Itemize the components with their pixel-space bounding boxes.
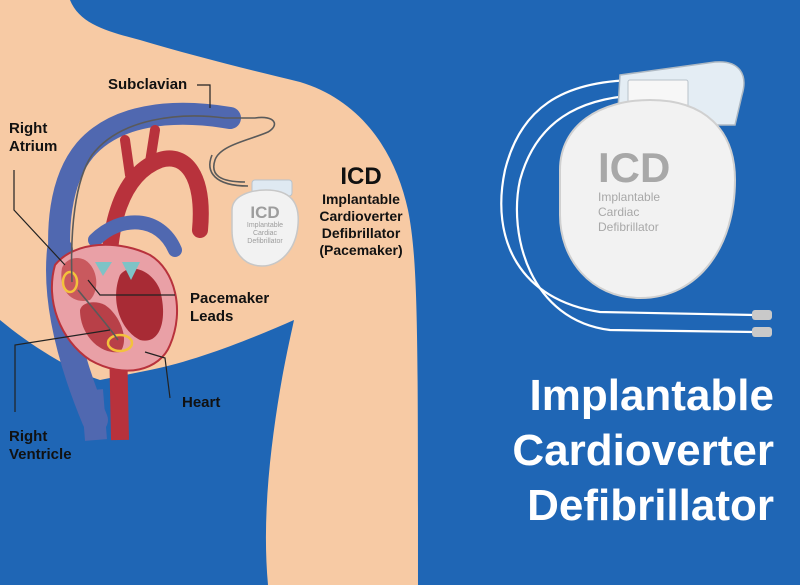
label-pacemaker-leads: Pacemaker Leads	[190, 290, 270, 325]
label-subclavian: Subclavian	[108, 76, 188, 93]
title-line1: Implantable	[529, 371, 775, 420]
ventricle-lead-tip	[106, 333, 134, 353]
atrium-lead-tip	[61, 270, 79, 294]
pulmonary-vein	[88, 215, 182, 257]
right-ventricle	[80, 302, 125, 353]
lead-connector-2	[752, 327, 772, 337]
label-right-ventricle: Right Ventricle	[9, 428, 72, 463]
small-device-body	[231, 189, 299, 267]
label-right-atrium: Right Atrium	[9, 120, 58, 155]
lead-wire	[70, 115, 276, 341]
small-device-line1: Implantable	[246, 222, 284, 229]
icd-side-line4: (Pacemaker)	[319, 242, 403, 258]
lead-connector-1	[752, 310, 772, 320]
subclavian-vein	[48, 102, 241, 291]
page-title: Implantable Cardioverter Defibrillator	[444, 368, 774, 533]
large-device-line2: Cardiac	[598, 205, 640, 219]
right-atrium	[61, 257, 97, 301]
vena-cava-lower	[81, 389, 107, 441]
small-device-line2: Cardiac	[252, 230, 278, 237]
label-heart: Heart	[182, 394, 221, 411]
valve-right	[95, 262, 112, 276]
large-device-label: ICD Implantable Cardiac Defibrillator	[598, 146, 718, 235]
title-line2: Cardioverter	[512, 426, 774, 475]
left-chamber	[116, 268, 164, 341]
artery-branch-2	[145, 125, 160, 167]
large-device-line1: Implantable	[598, 190, 661, 204]
icd-side-line2: Cardioverter	[319, 208, 403, 224]
small-device-label: ICD Implantable Cardiac Defibrillator	[234, 204, 296, 246]
large-lead-1	[500, 78, 756, 317]
large-device-body	[559, 98, 737, 300]
artery-branch-1	[120, 135, 135, 180]
large-device-abbr: ICD	[598, 144, 671, 191]
icd-side-line3: Defibrillator	[321, 225, 401, 241]
icd-side-abbr: ICD	[340, 163, 382, 190]
small-device-line3: Defibrillator	[247, 238, 283, 245]
small-device-abbr: ICD	[250, 203, 280, 222]
valve-left	[122, 262, 140, 280]
title-line3: Defibrillator	[527, 481, 774, 530]
icd-side-line1: Implantable	[322, 191, 400, 207]
large-device-line3: Defibrillator	[598, 220, 659, 234]
icd-side-label: ICD Implantable Cardioverter Defibrillat…	[300, 163, 422, 259]
lead-wire-2	[209, 154, 249, 187]
large-lead-2	[515, 93, 756, 334]
